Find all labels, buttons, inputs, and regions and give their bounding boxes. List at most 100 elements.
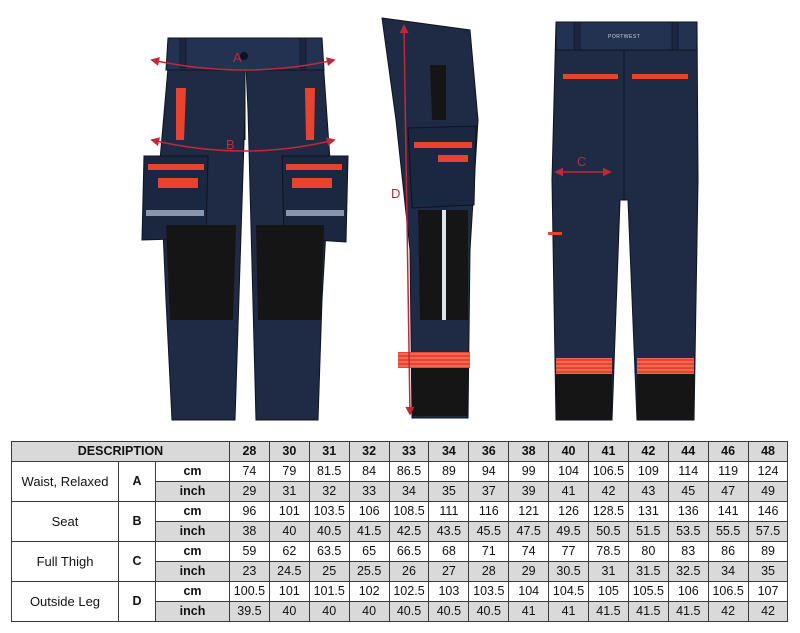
size-header-cell: 33: [388, 441, 430, 462]
size-value-cell: 100.5: [229, 581, 270, 602]
size-value-cell: 27: [428, 561, 470, 582]
size-value-cell: 37: [468, 481, 510, 502]
size-value-cell: 40: [268, 521, 310, 542]
size-header-cell: 40: [548, 441, 590, 462]
size-value-cell: 80: [627, 541, 669, 562]
label-a: A: [233, 50, 242, 65]
size-value-cell: 45: [667, 481, 709, 502]
size-value-cell: 131: [627, 501, 669, 522]
size-value-cell: 106.5: [707, 581, 749, 602]
size-value-cell: 101: [268, 581, 310, 602]
size-value-cell: 41.5: [348, 521, 390, 542]
unit-label: inch: [155, 481, 230, 502]
size-value-cell: 66.5: [388, 541, 430, 562]
size-value-cell: 34: [707, 561, 749, 582]
size-header-cell: 44: [667, 441, 709, 462]
size-value-cell: 62: [268, 541, 310, 562]
size-value-cell: 42: [588, 481, 629, 502]
size-value-cell: 105: [588, 581, 629, 602]
measurement-letter: C: [118, 541, 156, 582]
unit-label: inch: [155, 561, 230, 582]
size-value-cell: 83: [667, 541, 709, 562]
size-value-cell: 40.5: [308, 521, 350, 542]
size-value-cell: 41: [548, 601, 590, 622]
size-header-cell: 42: [627, 441, 669, 462]
size-value-cell: 31.5: [627, 561, 669, 582]
size-value-cell: 94: [468, 461, 510, 482]
size-value-cell: 25: [308, 561, 350, 582]
size-value-cell: 99: [508, 461, 550, 482]
size-value-cell: 24.5: [268, 561, 310, 582]
trousers-illustration: A B D PORTWEST C: [141, 17, 699, 421]
size-value-cell: 45.5: [468, 521, 510, 542]
size-value-cell: 86.5: [388, 461, 430, 482]
size-value-cell: 74: [508, 541, 550, 562]
measurement-letter: A: [118, 461, 156, 502]
size-value-cell: 40.5: [468, 601, 510, 622]
size-value-cell: 71: [468, 541, 510, 562]
size-value-cell: 103: [428, 581, 470, 602]
size-value-cell: 128.5: [588, 501, 629, 522]
size-value-cell: 106: [667, 581, 709, 602]
size-value-cell: 146: [747, 501, 789, 522]
size-value-cell: 114: [667, 461, 709, 482]
back-view: PORTWEST C: [548, 21, 699, 421]
size-header-cell: 30: [268, 441, 310, 462]
size-value-cell: 43.5: [428, 521, 470, 542]
size-header-cell: 31: [308, 441, 350, 462]
size-value-cell: 32: [308, 481, 350, 502]
size-value-cell: 33: [348, 481, 390, 502]
size-value-cell: 105.5: [627, 581, 669, 602]
size-value-cell: 79: [268, 461, 310, 482]
unit-label: cm: [155, 501, 230, 522]
size-value-cell: 47: [707, 481, 749, 502]
size-value-cell: 102.5: [388, 581, 430, 602]
size-value-cell: 42: [747, 601, 789, 622]
size-value-cell: 96: [229, 501, 270, 522]
size-value-cell: 41.5: [588, 601, 629, 622]
size-value-cell: 65: [348, 541, 390, 562]
size-value-cell: 26: [388, 561, 430, 582]
size-value-cell: 40: [308, 601, 350, 622]
size-value-cell: 104.5: [548, 581, 590, 602]
size-value-cell: 35: [747, 561, 789, 582]
measurement-name: Outside Leg: [11, 581, 119, 622]
size-value-cell: 103.5: [308, 501, 350, 522]
size-value-cell: 41.5: [667, 601, 709, 622]
size-value-cell: 68: [428, 541, 470, 562]
size-value-cell: 49.5: [548, 521, 590, 542]
size-value-cell: 116: [468, 501, 510, 522]
size-header-cell: 38: [508, 441, 550, 462]
size-value-cell: 40: [268, 601, 310, 622]
size-value-cell: 89: [747, 541, 789, 562]
size-value-cell: 126: [548, 501, 590, 522]
size-value-cell: 108.5: [388, 501, 430, 522]
size-header-cell: 28: [229, 441, 270, 462]
size-value-cell: 42: [707, 601, 749, 622]
unit-label: cm: [155, 541, 230, 562]
size-value-cell: 29: [508, 561, 550, 582]
size-value-cell: 32.5: [667, 561, 709, 582]
size-value-cell: 106: [348, 501, 390, 522]
size-value-cell: 101.5: [308, 581, 350, 602]
size-value-cell: 121: [508, 501, 550, 522]
size-value-cell: 103.5: [468, 581, 510, 602]
label-c: C: [577, 154, 586, 169]
size-value-cell: 38: [229, 521, 270, 542]
size-value-cell: 34: [388, 481, 430, 502]
side-view: D: [381, 17, 479, 419]
measurement-letter: B: [118, 501, 156, 542]
size-value-cell: 41.5: [627, 601, 669, 622]
size-value-cell: 40.5: [388, 601, 430, 622]
brand-label: PORTWEST: [608, 34, 640, 40]
size-value-cell: 49: [747, 481, 789, 502]
unit-label: inch: [155, 601, 230, 622]
unit-label: cm: [155, 461, 230, 482]
size-value-cell: 124: [747, 461, 789, 482]
